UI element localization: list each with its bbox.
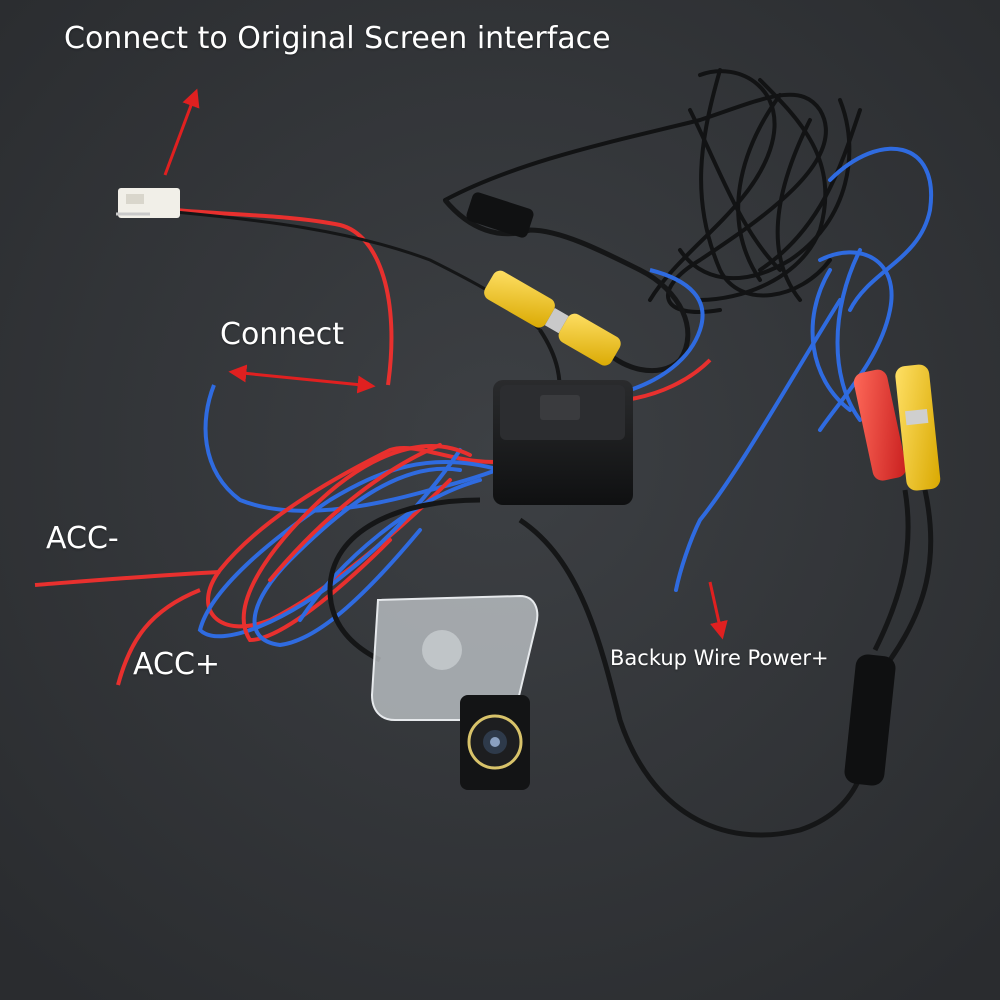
acc-minus-wire — [34, 570, 221, 587]
label-screen-interface: Connect to Original Screen interface — [64, 21, 611, 56]
label-backup-power: Backup Wire Power+ — [610, 646, 829, 670]
arrow-backup — [708, 581, 728, 640]
white-plug — [116, 188, 180, 218]
red-rca-right — [853, 369, 907, 481]
camera-cable — [327, 497, 481, 663]
inline-connector — [844, 654, 896, 786]
rca-pair-cable-left — [872, 489, 911, 652]
arrow-screen — [163, 88, 200, 176]
yellow-rca-right — [895, 364, 941, 491]
label-acc-plus: ACC+ — [133, 647, 221, 682]
label-acc-minus: ACC- — [46, 521, 119, 556]
acc-plus-wire — [116, 588, 201, 686]
yellow-rca-center — [484, 270, 621, 366]
camera — [370, 594, 539, 790]
label-connect: Connect — [220, 317, 345, 352]
red-wire-screen — [174, 208, 394, 386]
video-cable — [443, 198, 691, 374]
camera-cable-long — [518, 517, 873, 838]
control-box — [493, 380, 633, 505]
black-connector — [466, 192, 534, 238]
arrow-connect — [228, 364, 376, 394]
red-blue-coil — [197, 443, 522, 648]
blue-coil-right — [674, 146, 934, 592]
rca-pair-cable-right — [887, 489, 934, 662]
